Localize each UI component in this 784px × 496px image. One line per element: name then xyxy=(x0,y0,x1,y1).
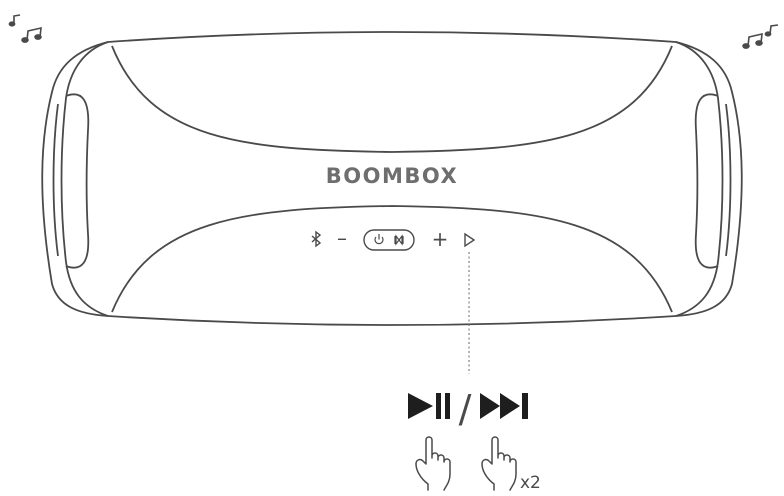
brand-logo: BOOMBOX xyxy=(326,164,458,188)
press-twice-hand-icon xyxy=(481,436,517,491)
callout-separator: / xyxy=(459,387,472,431)
press-twice-label: x2 xyxy=(520,473,541,493)
control-strip: – + xyxy=(311,226,476,251)
play-pause-icon xyxy=(408,393,450,419)
play-icon[interactable] xyxy=(464,232,476,248)
music-notes-right-icon xyxy=(742,24,779,49)
connect-icon[interactable] xyxy=(394,234,404,246)
bluetooth-icon[interactable] xyxy=(311,230,322,248)
volume-up-button[interactable]: + xyxy=(432,227,449,251)
music-notes-left-icon xyxy=(8,14,42,43)
press-once-hand-icon xyxy=(415,436,451,491)
speaker-body xyxy=(41,31,743,326)
volume-down-button[interactable]: – xyxy=(337,226,347,250)
power-connect-pill xyxy=(363,229,415,251)
power-icon[interactable] xyxy=(374,234,384,245)
next-track-icon xyxy=(480,393,528,419)
